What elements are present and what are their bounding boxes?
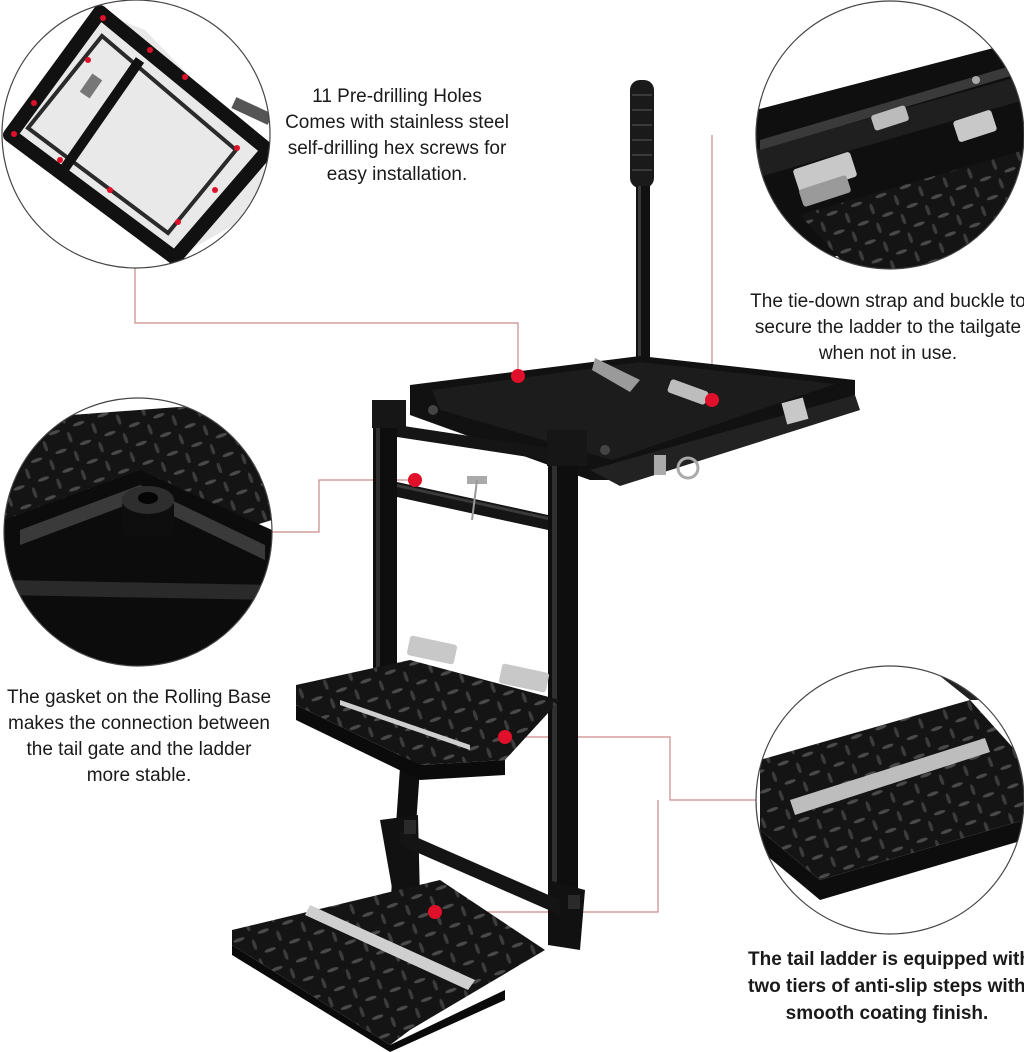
zoom-anti-slip-step xyxy=(756,666,1024,934)
caption-line: the tail gate and the ladder xyxy=(26,739,252,760)
caption-line: 11 Pre-drilling Holes xyxy=(312,86,482,107)
caption-line: secure the ladder to the tailgate xyxy=(754,317,1022,338)
caption-line: smooth coating finish. xyxy=(785,1003,989,1024)
callout-lines xyxy=(134,135,756,913)
zoom-strap-buckle xyxy=(756,1,1024,269)
caption-line: two tiers of anti-slip steps with a xyxy=(748,976,1024,997)
caption-gasket: The gasket on the Rolling Base makes the… xyxy=(2,685,276,789)
caption-line: more stable. xyxy=(86,765,192,786)
caption-line: self-drilling hex screws for xyxy=(287,138,507,159)
caption-line: Comes with stainless steel xyxy=(285,112,509,133)
caption-line: The tie-down strap and buckle to xyxy=(750,291,1024,312)
red-markers xyxy=(408,369,719,919)
caption-line: The tail ladder is equipped with xyxy=(748,949,1024,970)
caption-anti-slip-steps: The tail ladder is equipped with two tie… xyxy=(748,946,1024,1027)
caption-line: makes the connection between xyxy=(8,713,270,734)
zoom-gasket xyxy=(4,398,272,666)
caption-tie-down-strap: The tie-down strap and buckle to secure … xyxy=(744,289,1024,367)
caption-pre-drilling-holes: 11 Pre-drilling Holes Comes with stainle… xyxy=(266,84,528,188)
ladder-main xyxy=(232,80,860,1052)
caption-line: The gasket on the Rolling Base xyxy=(6,687,272,708)
zoom-frame-holes xyxy=(2,0,270,268)
caption-line: when not in use. xyxy=(818,343,958,364)
caption-line: easy installation. xyxy=(326,164,468,185)
